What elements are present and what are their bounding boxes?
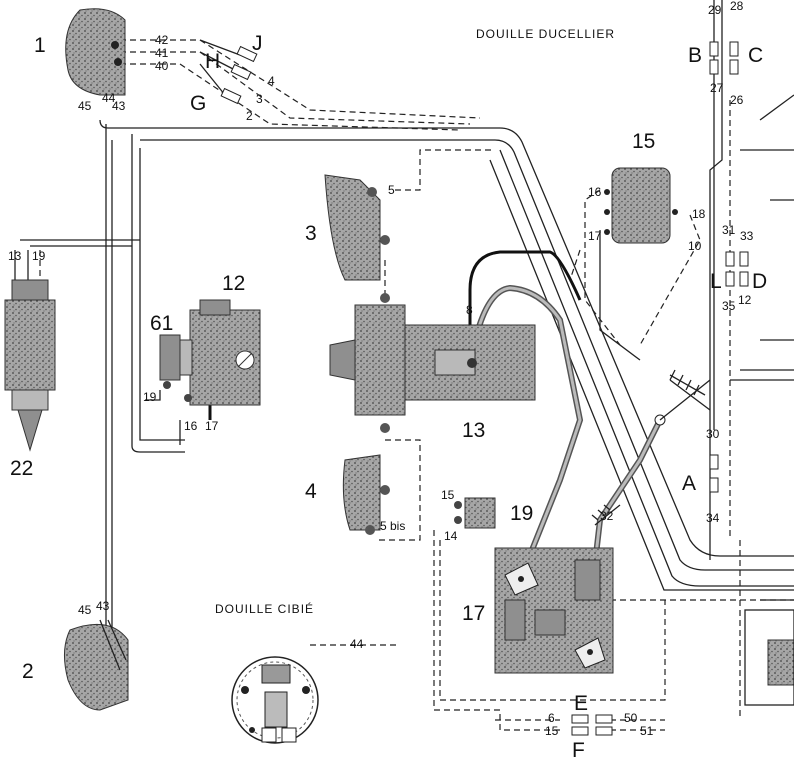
wire-num-6: 6 (548, 711, 555, 725)
wire-numbers: 42 41 40 4 3 2 45 44 43 29 28 27 26 5 16… (8, 0, 754, 738)
label-D: D (752, 270, 767, 293)
label-L: L (710, 270, 722, 293)
wire-num-28: 28 (730, 0, 744, 13)
label-battery-17: 17 (462, 602, 485, 625)
wire-num-30: 30 (706, 427, 720, 441)
label-junction-61: 61 (150, 312, 173, 335)
fuses-ef (571, 714, 613, 736)
wire-num-27: 27 (710, 81, 724, 95)
fuse-a (709, 454, 719, 493)
wire-num-43-top: 43 (112, 99, 126, 113)
horn-4 (342, 454, 390, 535)
component-labels: 1 2 3 4 12 13 15 17 19 22 61 J H G B C L… (10, 32, 767, 761)
label-coil-22: 22 (10, 457, 33, 480)
label-F: F (572, 739, 585, 761)
label-G: G (190, 92, 206, 115)
wire-num-26: 26 (730, 93, 744, 107)
regulator-15 (604, 167, 678, 244)
wire-num-32: 32 (600, 509, 614, 523)
wire-num-16-switch: 16 (184, 419, 198, 433)
wire-num-44-top: 44 (102, 91, 116, 105)
ground-symbols (591, 369, 706, 526)
label-A: A (682, 472, 696, 495)
right-harness (600, 0, 794, 720)
wire-num-41: 41 (155, 46, 169, 60)
wire-num-17-reg: 17 (588, 229, 602, 243)
label-horn-3: 3 (305, 222, 317, 245)
wire-num-45-top: 45 (78, 99, 92, 113)
component-right-edge (744, 609, 794, 706)
label-headlamp-1: 1 (34, 34, 46, 57)
label-regulator-15: 15 (632, 130, 655, 153)
label-horn-4: 4 (305, 480, 317, 503)
headlamp-1 (65, 8, 126, 96)
ignition-coil (4, 279, 56, 452)
wire-num-4: 4 (268, 74, 275, 88)
label-headlamp-2: 2 (22, 660, 34, 683)
wire-num-2: 2 (246, 109, 253, 123)
wire-num-19-coil: 19 (32, 249, 46, 263)
relay-19 (454, 497, 496, 529)
label-B: B (688, 44, 702, 67)
label-E: E (574, 692, 588, 715)
wire-num-19-switch: 19 (143, 390, 157, 404)
wire-num-51: 51 (640, 724, 654, 738)
main-harness (20, 119, 794, 700)
wire-num-43-bottom: 43 (96, 599, 110, 613)
wire-num-13: 13 (8, 249, 22, 263)
wire-num-35: 35 (722, 299, 736, 313)
wire-num-33: 33 (740, 229, 754, 243)
headlamp-1-wires (120, 39, 481, 131)
wire-num-45-bottom: 45 (78, 603, 92, 617)
wire-num-8: 8 (466, 303, 473, 317)
wire-num-31: 31 (722, 223, 736, 237)
battery-17 (494, 547, 614, 674)
wire-num-5: 5 (388, 183, 395, 197)
wire-num-34: 34 (706, 511, 720, 525)
label-J: J (252, 32, 263, 55)
wire-num-12: 12 (738, 293, 752, 307)
starter-13 (329, 293, 536, 433)
wire-num-17-switch: 17 (205, 419, 219, 433)
wire-num-44-cibie: 44 (350, 637, 364, 651)
cibie-socket (231, 656, 319, 744)
label-switch-12: 12 (222, 272, 245, 295)
wire-num-3: 3 (256, 92, 263, 106)
wire-num-14: 14 (444, 529, 458, 543)
connector-jhg (220, 45, 258, 105)
wire-num-5-bis: 5 bis (380, 519, 405, 533)
label-relay-19: 19 (510, 502, 533, 525)
wire-num-16-reg: 16 (588, 185, 602, 199)
horn-3 (324, 174, 390, 281)
wire-num-10: 10 (688, 239, 702, 253)
wire-num-18: 18 (692, 207, 706, 221)
label-C: C (748, 44, 763, 67)
wire-num-50: 50 (624, 711, 638, 725)
headlamp-2 (64, 619, 129, 711)
caption-ducellier: DOUILLE DUCELLIER (476, 27, 615, 41)
wire-num-42: 42 (155, 33, 169, 47)
wire-num-40: 40 (155, 59, 169, 73)
caption-cibie: DOUILLE CIBIÉ (215, 601, 314, 616)
switch-12 (189, 299, 261, 406)
label-H: H (205, 50, 220, 73)
fuses-bc (709, 41, 739, 75)
wire-num-29: 29 (708, 3, 722, 17)
label-starter-13: 13 (462, 419, 485, 442)
regulator-wires (569, 189, 701, 361)
fuses-ld (725, 251, 749, 287)
wire-num-15-fuse: 15 (545, 724, 559, 738)
junction-61 (159, 334, 193, 402)
starter-wires (310, 149, 666, 731)
captions: DOUILLE DUCELLIER DOUILLE CIBIÉ (215, 27, 615, 616)
wire-num-15-relay: 15 (441, 488, 455, 502)
